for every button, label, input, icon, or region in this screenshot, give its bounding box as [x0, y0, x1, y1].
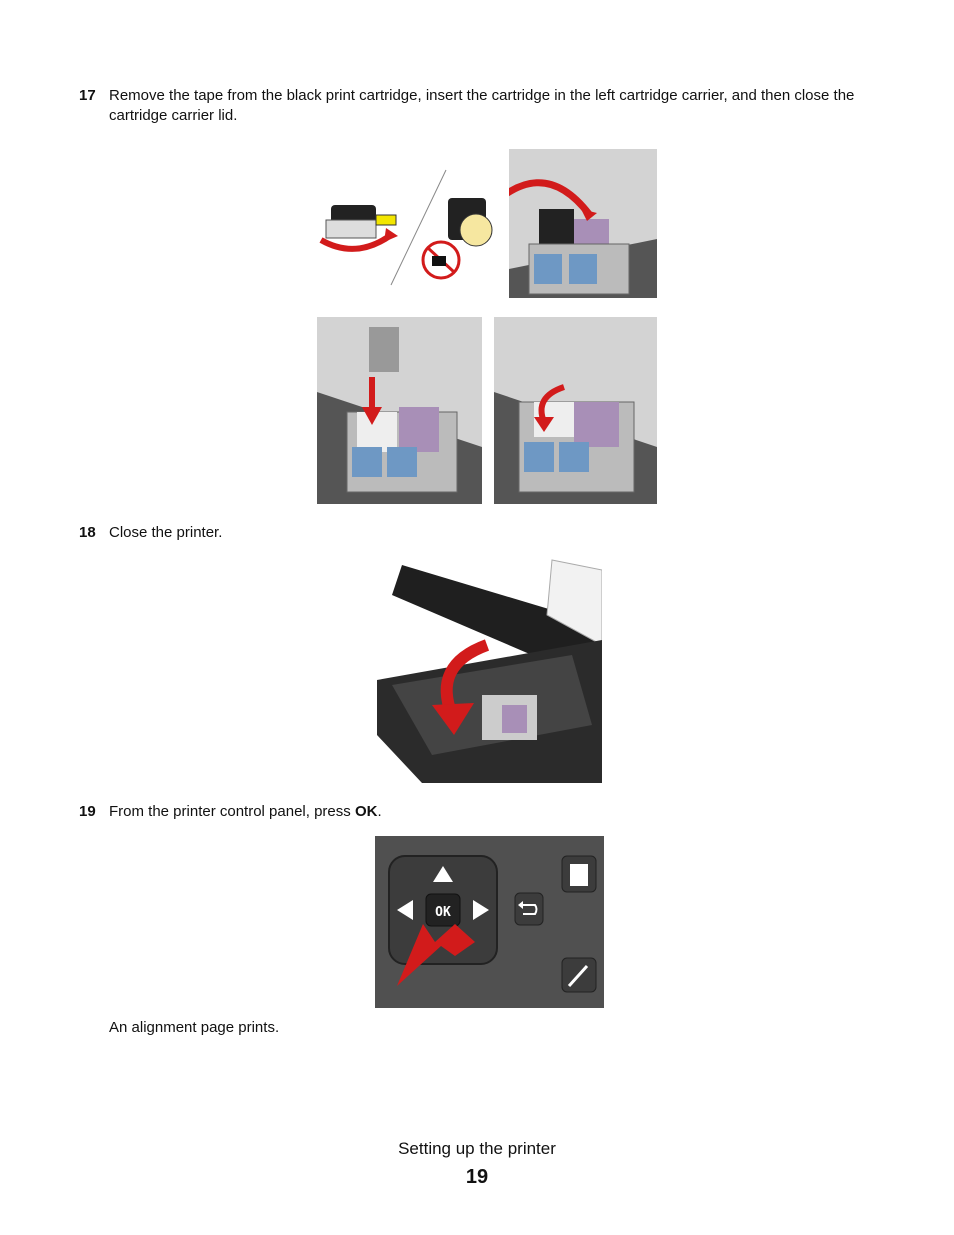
back-button: [514, 892, 544, 926]
step-text: Close the printer.: [109, 524, 223, 541]
arrow-left-icon: [397, 900, 413, 920]
step-number: 19: [79, 803, 96, 820]
step-text-before: From the printer control panel, press: [109, 803, 355, 820]
wrench-icon: [567, 964, 589, 988]
ok-button: [425, 893, 461, 927]
arrow-up-icon: [433, 866, 453, 882]
close-printer-illustration: [372, 555, 602, 783]
ok-button-label: OK: [435, 905, 451, 920]
back-icon: [523, 904, 538, 915]
step-text: From the printer control panel, press OK…: [109, 802, 569, 822]
step-text: Remove the tape from the black print car…: [109, 87, 855, 124]
document-icon: [570, 864, 588, 886]
control-panel-illustration: OK: [375, 836, 604, 1008]
cartridge-insert-photo-3: [494, 317, 657, 504]
remove-tape-illustration: [316, 160, 496, 290]
step-text-after: .: [377, 803, 382, 820]
step-number: 18: [79, 524, 96, 541]
ok-button-name: OK: [354, 803, 378, 820]
arrow-right-icon: [473, 900, 489, 920]
result-note: An alignment page prints.: [109, 1019, 280, 1036]
cartridge-insert-photo-1: [509, 149, 657, 298]
footer-section-title: Setting up the printer: [398, 1139, 556, 1158]
cartridge-insert-photo-2: [317, 317, 482, 504]
step-number: 17: [79, 87, 96, 104]
page-number: 19: [465, 1166, 489, 1188]
